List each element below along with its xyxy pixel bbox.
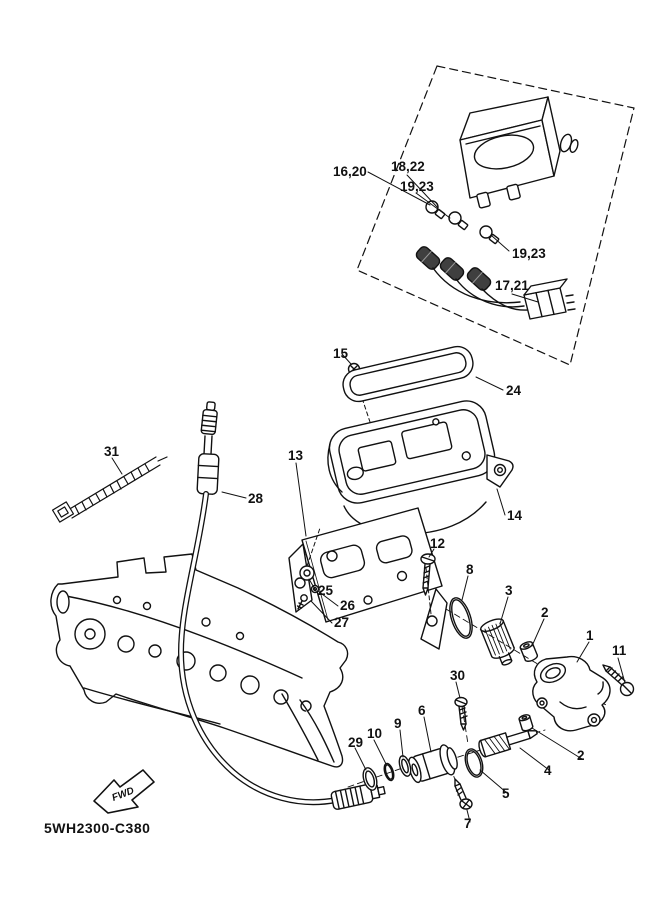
- cable-tie: [51, 456, 168, 523]
- callout-9: 9: [394, 716, 402, 731]
- callout-17-21: 17,21: [495, 278, 529, 293]
- screw-7: [454, 778, 473, 810]
- callout-15: 15: [333, 346, 349, 361]
- callout-25: 25: [318, 583, 334, 598]
- meter-unit: [459, 96, 579, 209]
- speedo-cable: [178, 401, 386, 810]
- callout-5: 5: [502, 786, 510, 801]
- callout-6: 6: [418, 703, 426, 718]
- callout-16-20: 16,20: [333, 164, 367, 179]
- meter-case: [327, 400, 514, 535]
- callout-2b: 2: [577, 748, 585, 763]
- gear-housing-1: [532, 655, 611, 732]
- wire-connector: [523, 278, 576, 320]
- callout-29: 29: [348, 735, 363, 750]
- worm-gear-4: [478, 730, 538, 758]
- callout-19-23-a: 19,23: [400, 179, 434, 194]
- drive-housing-6: [408, 744, 458, 784]
- callout-7: 7: [464, 816, 472, 831]
- bracket: [288, 507, 448, 650]
- assembly-axis-25: [306, 527, 321, 567]
- meter-lens: [342, 345, 474, 403]
- fwd-arrow: FWD: [93, 769, 155, 814]
- diagram-code: 5WH2300-C380: [44, 820, 150, 836]
- callout-18-22: 18,22: [391, 159, 425, 174]
- callout-28: 28: [248, 491, 264, 506]
- driven-gear-3: [480, 618, 515, 666]
- meter-bulbs: [425, 200, 500, 245]
- callout-24: 24: [506, 383, 522, 398]
- bushing-2b: [518, 714, 534, 732]
- ring-nut-29: [362, 767, 378, 791]
- callout-31: 31: [104, 444, 120, 459]
- callout-1: 1: [586, 628, 594, 643]
- frame-member: [50, 553, 349, 768]
- callout-30: 30: [450, 668, 465, 683]
- screw-11: [602, 664, 635, 697]
- bushing-2a: [519, 641, 539, 662]
- callout-11: 11: [612, 643, 627, 658]
- callout-14: 14: [507, 508, 523, 523]
- callout-2a: 2: [541, 605, 549, 620]
- assembly-axis-12: [425, 567, 432, 615]
- callout-27: 27: [334, 615, 349, 630]
- o-ring-8: [449, 597, 473, 639]
- o-ring-5: [464, 748, 484, 778]
- screw-30: [454, 696, 468, 731]
- callout-13: 13: [288, 448, 304, 463]
- callout-26: 26: [340, 598, 356, 613]
- washer-9: [398, 755, 412, 777]
- bulb-sockets: [415, 246, 529, 311]
- callout-10: 10: [367, 726, 382, 741]
- callout-3: 3: [505, 583, 513, 598]
- leader-lines: [111, 171, 626, 823]
- callout-12: 12: [430, 536, 445, 551]
- callout-8: 8: [466, 562, 474, 577]
- callout-19-23-b: 19,23: [512, 246, 546, 261]
- o-ring-10: [383, 762, 395, 782]
- screw-12: [420, 553, 436, 596]
- callout-4: 4: [544, 763, 552, 778]
- dashed-boundary: [356, 65, 635, 366]
